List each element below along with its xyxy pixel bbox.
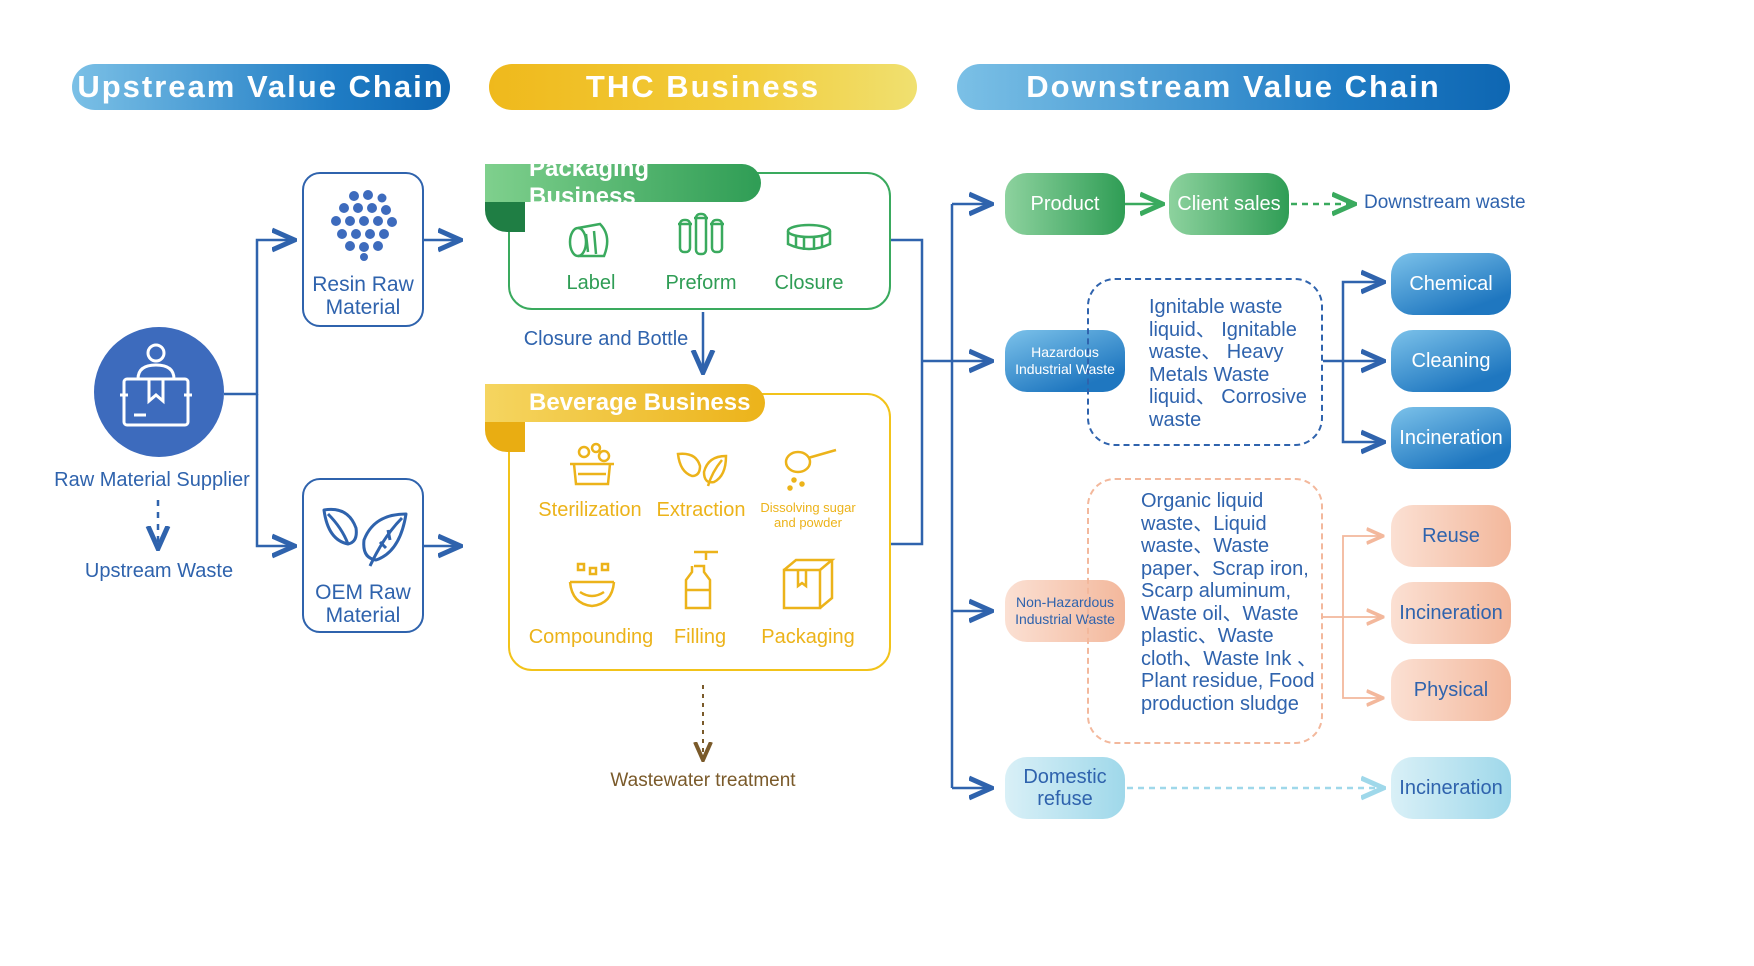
beverage-item-dissolving: Dissolving sugar and powder (760, 500, 856, 530)
closure-cap-icon (786, 223, 832, 251)
beverage-item-sterilization: Sterilization (538, 498, 642, 521)
client-sales-pill: Client sales (1169, 173, 1289, 235)
filling-bottle-icon (684, 550, 718, 610)
domestic-incineration-pill: Incineration (1391, 757, 1511, 819)
beverage-title: Beverage Business (485, 384, 765, 422)
beverage-box (508, 393, 891, 671)
downstream-waste-label: Downstream waste (1364, 192, 1526, 213)
non-hazardous-list: Organic liquid waste、Liquid waste、Waste … (1141, 490, 1317, 715)
downstream-header: Downstream Value Chain (957, 64, 1510, 110)
beverage-item-compounding: Compounding (528, 625, 654, 648)
physical-pill: Physical (1391, 659, 1511, 721)
extraction-leaves-icon (676, 452, 728, 487)
beverage-item-filling: Filling (673, 625, 727, 648)
packaging-item-closure: Closure (774, 271, 844, 294)
product-pill: Product (1005, 173, 1125, 235)
upstream-header: Upstream Value Chain (72, 64, 450, 110)
upstream-waste-label: Upstream Waste (84, 559, 234, 582)
supplier-icon-circle (94, 327, 224, 457)
sterilization-icon (570, 442, 614, 486)
hazardous-incineration-pill: Incineration (1391, 407, 1511, 469)
supplier-box-icon (120, 343, 192, 427)
non-hazardous-pill: Non-Hazardous Industrial Waste (1005, 580, 1125, 642)
oem-tile: OEM Raw Material (302, 478, 424, 633)
packaging-title: Packaging Business (485, 155, 761, 210)
packaging-item-preform: Preform (665, 271, 737, 294)
compounding-bowl-icon (568, 562, 616, 608)
packaging-item-label: Label (566, 271, 616, 294)
oem-label: OEM Raw Material (315, 581, 411, 627)
beverage-item-packaging: Packaging (761, 625, 855, 648)
hazardous-pill: Hazardous Industrial Waste (1005, 330, 1125, 392)
resin-tile: Resin Raw Material (302, 172, 424, 327)
packaging-box-icon (782, 558, 836, 610)
hazardous-list-box: Ignitable waste liquid、 Ignitable waste、… (1087, 278, 1323, 446)
cleaning-pill: Cleaning (1391, 330, 1511, 392)
domestic-refuse-pill: Domestic refuse (1005, 757, 1125, 819)
hazardous-list: Ignitable waste liquid、 Ignitable waste、… (1149, 296, 1307, 431)
resin-label: Resin Raw Material (312, 273, 414, 319)
thc-header: THC Business (489, 64, 917, 110)
leaf-icon (322, 507, 408, 567)
closure-bottle-label: Closure and Bottle (523, 327, 689, 350)
preform-icon (678, 212, 724, 256)
wastewater-label: Wastewater treatment (610, 770, 796, 791)
label-roll-icon (568, 222, 609, 258)
resin-pellets-icon (331, 190, 397, 261)
non-hazardous-incineration-pill: Incineration (1391, 582, 1511, 644)
beverage-item-extraction: Extraction (656, 498, 746, 521)
reuse-pill: Reuse (1391, 505, 1511, 567)
dissolving-spoon-icon (784, 448, 837, 491)
chemical-pill: Chemical (1391, 253, 1511, 315)
non-hazardous-list-box: Organic liquid waste、Liquid waste、Waste … (1087, 478, 1323, 744)
supplier-label: Raw Material Supplier (54, 468, 250, 491)
